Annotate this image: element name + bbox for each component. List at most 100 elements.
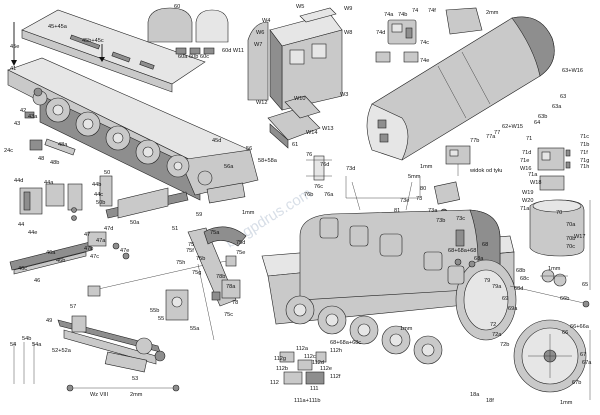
part-label-48b: 48b (50, 160, 59, 166)
part-label-68b: 68b (516, 268, 525, 274)
dimension-1mm-c: 1mm (548, 266, 561, 272)
dimension-1mm-d: 1mm (400, 326, 413, 332)
part-label-68-68a-68: 68+68a+68 (448, 248, 476, 254)
part-label-73: 73 (416, 196, 422, 202)
part-label-75a: 75a (210, 230, 220, 236)
part-label-45-45a: 45+45a (48, 24, 68, 30)
part-label-78: 78 (232, 300, 238, 306)
part-label-47d: 47d (104, 226, 113, 232)
arrow-head (11, 60, 17, 66)
pipes-54 (13, 342, 35, 384)
part-label-w5: W5 (296, 4, 304, 10)
part-label-45b-45c: 45b+45c (82, 38, 104, 44)
part-label-44a: 44a (44, 180, 54, 186)
part-label-53: 53 (132, 376, 138, 382)
part-label-76a: 76a (324, 192, 334, 198)
part-label-73d: 73d (346, 166, 355, 172)
part-label-w12: W12 (256, 100, 268, 106)
part-label-68: 68 (482, 242, 488, 248)
part-label-69a: 69a (508, 306, 518, 312)
part-label-79: 79 (484, 278, 490, 284)
part-label-18a: 18a (470, 392, 480, 398)
part-label-71d: 71d (522, 150, 531, 156)
part-label-72b: 72b (500, 342, 509, 348)
main-chassis (7, 57, 259, 201)
part-label-76: 76 (306, 152, 312, 158)
part-label-71e: 71e (520, 158, 529, 164)
part-label-66: 66 (562, 330, 568, 336)
part-label-112c: 112c (304, 354, 316, 360)
part-label-75g: 75g (192, 270, 201, 276)
part-label-51: 51 (172, 226, 178, 232)
part-labels: 45e45+45a45b+45c45d41424343a24c4848a48b6… (4, 4, 592, 406)
part-label-74b: 74b (398, 12, 407, 18)
part-label-75d: 75d (236, 240, 245, 246)
cab-floor-parts (267, 95, 321, 149)
part-label-61: 61 (292, 142, 298, 148)
smokebox-door-67 (513, 319, 587, 393)
part-label-68c: 68c (520, 276, 529, 282)
coupling-rods-57 (87, 255, 237, 297)
part-label-2mm-b: 2mm (130, 392, 143, 398)
part-label-63-w16: 63+W16 (562, 68, 583, 74)
dimension-1mm-a: 1mm (242, 210, 255, 216)
part-label-74a: 74a (384, 12, 394, 18)
part-label-71: 71 (526, 136, 532, 142)
part-label-w3: W3 (340, 92, 348, 98)
part-label-47c: 47c (90, 254, 99, 260)
part-label-75b: 75b (196, 256, 205, 262)
brake-hanger-44 (19, 183, 83, 221)
part-label-63: 63 (560, 94, 566, 100)
part-label-77b: 77b (470, 138, 479, 144)
part-label-112a: 112a (296, 346, 309, 352)
part-label-64: 64 (534, 120, 540, 126)
part-label-80: 80 (420, 186, 426, 192)
part-label-w19: W19 (522, 190, 534, 196)
part-label-68d: 68d (514, 286, 523, 292)
part-label-w14: W14 (306, 130, 318, 136)
part-label-46c: 46c (18, 266, 27, 272)
part-label-55: 55 (158, 316, 164, 322)
part-label-71f: 71f (580, 150, 588, 156)
dimension-2mm: 2mm (486, 10, 499, 16)
part-label-w16: W16 (520, 166, 532, 172)
part-label-71b: 71b (580, 142, 589, 148)
part-label-68a: 68a (474, 256, 484, 262)
part-label-71c: 71c (580, 134, 589, 140)
part-label-71g: 71g (580, 158, 589, 164)
part-label-55b: 55b (150, 308, 159, 314)
cab-assembly (247, 7, 343, 111)
part-label-w6: W6 (256, 30, 264, 36)
part-label-78b: 78b (216, 274, 225, 280)
part-label-43a: 43a (28, 114, 38, 120)
part-label-w9: W9 (344, 6, 352, 12)
part-label-w7: W7 (254, 42, 262, 48)
part-label-111: 111 (310, 386, 319, 392)
part-label-44c: 44c (94, 192, 103, 198)
small-wheels-66 (540, 269, 568, 287)
part-label-58-58a: 58+58a (258, 158, 278, 164)
part-label-44b: 44b (92, 182, 101, 188)
part-label-72: 72 (490, 322, 496, 328)
part-label-75h: 75h (176, 260, 185, 266)
crosshead-47 (87, 231, 130, 260)
part-label-47b: 47b (84, 246, 93, 252)
part-label-74f: 74f (428, 8, 436, 14)
part-label-54a: 54a (32, 342, 42, 348)
drive-wheels (32, 90, 213, 186)
part-label-44e: 44e (28, 230, 37, 236)
part-label-112e: 112e (320, 366, 332, 372)
part-label-60c: 60c (200, 54, 209, 60)
part-label-41: 41 (10, 66, 16, 72)
part-label-49: 49 (46, 318, 52, 324)
part-label-50: 50 (104, 170, 110, 176)
part-label-60: 60 (174, 4, 180, 10)
part-label-74: 74 (412, 8, 418, 14)
part-label-24c: 24c (4, 148, 13, 154)
part-label-112: 112 (270, 380, 279, 386)
part-label-62-w15: 62+W15 (502, 124, 523, 130)
part-label-59: 59 (196, 212, 202, 218)
reverser-55 (165, 289, 189, 321)
part-label-w17: W17 (574, 234, 586, 240)
